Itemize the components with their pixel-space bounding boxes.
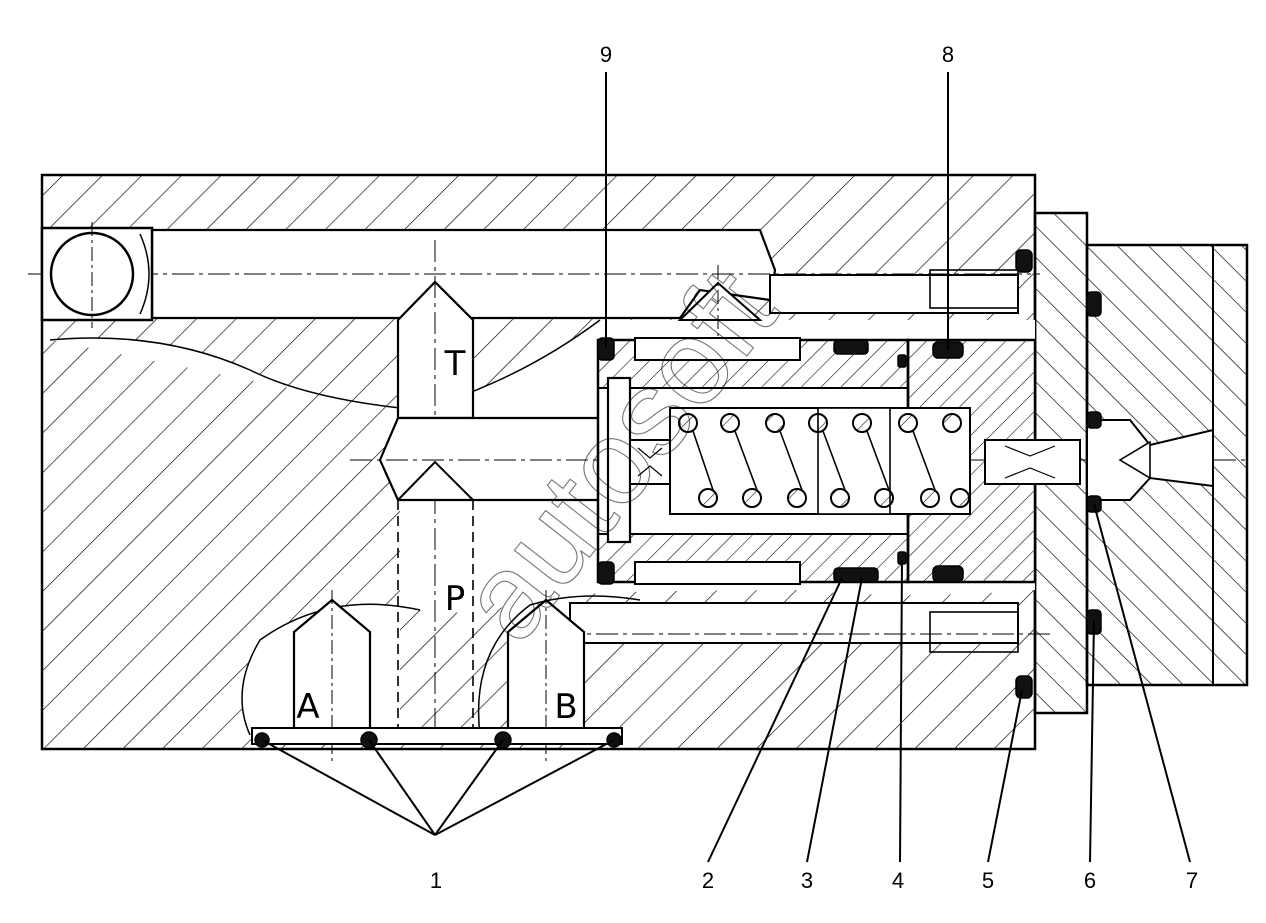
callout-3: 3 bbox=[801, 868, 813, 893]
callout-2: 2 bbox=[702, 868, 714, 893]
port-label-a: A bbox=[296, 687, 319, 727]
upper-pilot-passage bbox=[677, 265, 1019, 380]
mounting-face bbox=[251, 727, 623, 745]
callout-1: 1 bbox=[430, 868, 442, 893]
callout-4: 4 bbox=[892, 868, 904, 893]
leader-lines bbox=[261, 72, 1191, 863]
callout-7: 7 bbox=[1186, 868, 1198, 893]
port-label-t: T bbox=[444, 344, 466, 384]
port-label-p: P bbox=[445, 579, 466, 619]
callout-8: 8 bbox=[942, 42, 954, 67]
o-ring-seals bbox=[254, 249, 1102, 749]
outlet-fitting bbox=[1086, 419, 1214, 501]
plug-ball bbox=[40, 222, 154, 328]
port-label-b: B bbox=[554, 687, 577, 727]
compression-spring bbox=[678, 413, 970, 508]
callout-9: 9 bbox=[600, 42, 612, 67]
spring-seat-left bbox=[606, 376, 671, 544]
lower-pilot-passage bbox=[560, 602, 1050, 653]
callout-6: 6 bbox=[1084, 868, 1096, 893]
callout-5: 5 bbox=[982, 868, 994, 893]
